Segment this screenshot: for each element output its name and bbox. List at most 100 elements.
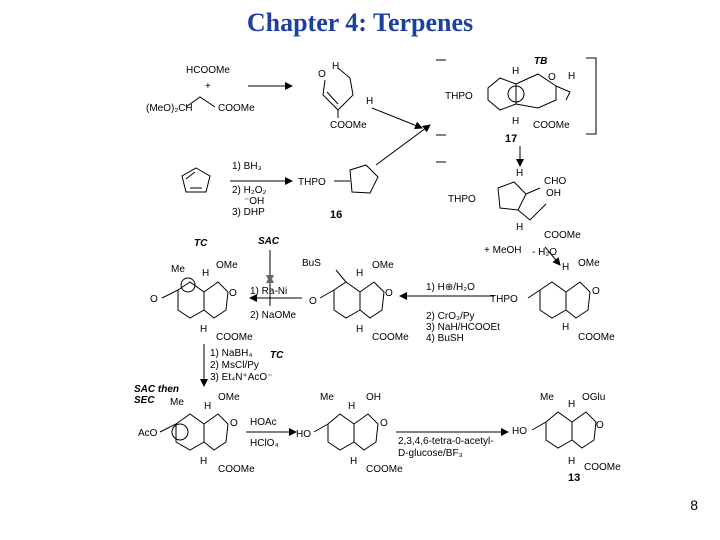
- page-number: 8: [690, 497, 698, 513]
- label-h-6b: H: [568, 456, 575, 467]
- label-coome-a: COOMe: [218, 103, 255, 114]
- label-o-2b: O: [385, 288, 393, 299]
- label-h-1b: H: [200, 324, 207, 335]
- label-h-cho2: H: [516, 222, 523, 233]
- bond-ch-ch: [185, 96, 216, 108]
- step-h3o: 1) H⊕/H₂O: [426, 282, 475, 293]
- arrow-converge-2: [375, 124, 431, 166]
- label-me-4: Me: [170, 397, 184, 408]
- step-bush: 4) BuSH: [426, 333, 464, 344]
- label-coome-5: COOMe: [366, 464, 403, 475]
- label-coome-enal: COOMe: [330, 120, 367, 131]
- label-ome-3: OMe: [578, 258, 600, 269]
- label-cmpd17: 17: [505, 133, 517, 145]
- label-h-4b: H: [200, 456, 207, 467]
- label-hcoome: HCOOMe: [186, 65, 230, 76]
- label-h-4: H: [204, 401, 211, 412]
- label-sec: SEC: [134, 395, 155, 406]
- label-o-5: O: [380, 418, 388, 429]
- enal-ring: [322, 67, 354, 111]
- label-cho: CHO: [544, 176, 566, 187]
- bracket-right: [586, 57, 597, 135]
- label-h-2b: H: [356, 324, 363, 335]
- step-hclo4: HClO₄: [250, 438, 279, 449]
- label-thpo-cho: THPO: [448, 194, 476, 205]
- cmpd17-ring: [487, 73, 557, 111]
- label-ho-6: HO: [512, 426, 527, 437]
- label-tc-1: TC: [194, 238, 208, 249]
- label-aco: AcO: [138, 428, 158, 439]
- label-ome-2: OMe: [372, 260, 394, 271]
- label-ome-1: OMe: [216, 260, 238, 271]
- step-nah: 3) NaH/HCOOEt: [426, 322, 500, 333]
- label-h-17c: H: [512, 116, 519, 127]
- label-thpo-3: THPO: [490, 294, 518, 305]
- label-bus: BuS: [302, 258, 321, 269]
- label-o-4: O: [230, 418, 238, 429]
- step-naome: 2) NaOMe: [250, 310, 297, 321]
- label-o-2a: O: [309, 296, 317, 307]
- cho-chain: [517, 187, 547, 221]
- label-thpo-top: THPO: [445, 91, 473, 102]
- cmpd17-circle: [507, 85, 525, 103]
- label-h-6: H: [568, 399, 575, 410]
- label-plus: +: [205, 81, 211, 92]
- cmpd-tc-circle: [180, 277, 196, 293]
- label-h-1: H: [202, 268, 209, 279]
- label-h-17a: H: [512, 66, 519, 77]
- label-h-side: H: [366, 96, 373, 107]
- label-coome-4: COOMe: [218, 464, 255, 475]
- label-ho-5: HO: [296, 429, 311, 440]
- cmpd16-ring: [349, 164, 379, 194]
- arrow-converge-1: [371, 107, 423, 130]
- step-cro3: 2) CrO₃/Py: [426, 311, 475, 322]
- label-h2o: - H₂O: [532, 247, 557, 258]
- label-coome-1: COOMe: [216, 332, 253, 343]
- label-me-1: Me: [171, 264, 185, 275]
- step-nabh4: 1) NaBH₄: [210, 348, 252, 359]
- label-h-5b: H: [350, 456, 357, 467]
- step-et4n: 3) Et₄N⁺AcO⁻: [210, 372, 272, 383]
- label-o-1a: O: [150, 294, 158, 305]
- cmpd-thpo-ring: [527, 281, 591, 319]
- label-oglu: OGlu: [582, 392, 605, 403]
- step-glucose-1: 2,3,4,6-tetra-0-acetyl-: [398, 436, 494, 447]
- label-oh-5: OH: [366, 392, 381, 403]
- label-o-1b: O: [229, 288, 237, 299]
- label-h-3: H: [562, 262, 569, 273]
- cho-ring: [497, 181, 527, 211]
- arrow-down-cho: [544, 246, 561, 266]
- label-oh-cho: OH: [546, 188, 561, 199]
- label-coome-3: COOMe: [578, 332, 615, 343]
- label-cmpd16: 16: [330, 209, 342, 221]
- label-o-17: O: [548, 72, 556, 83]
- cmpd17-carbonyl: [555, 85, 571, 101]
- cmpd-tc-ring: [161, 281, 229, 319]
- label-meo2ch: (MeO)₂CH: [146, 103, 193, 114]
- label-thpo-16: THPO: [298, 177, 326, 188]
- label-o-h: O: [318, 69, 326, 80]
- cmpd-aco-ring: [159, 413, 229, 451]
- page-title: Chapter 4: Terpenes: [246, 8, 474, 37]
- label-meoh: + MeOH: [484, 245, 522, 256]
- cmpd-bus-ring: [319, 269, 385, 319]
- step-bh3: 1) BH₃: [232, 161, 262, 172]
- label-h-2: H: [356, 268, 363, 279]
- step-dhp: 3) DHP: [232, 207, 265, 218]
- cmpd-13-ring: [531, 411, 597, 449]
- label-tb: TB: [534, 56, 547, 67]
- label-me-6: Me: [540, 392, 554, 403]
- label-o-6: O: [596, 420, 604, 431]
- label-cmpd13: 13: [568, 472, 580, 484]
- label-h-3b: H: [562, 322, 569, 333]
- cyclopentadiene: [181, 167, 211, 193]
- label-ome-4: OMe: [218, 392, 240, 403]
- label-me-5: Me: [320, 392, 334, 403]
- step-oh: ⁻OH: [244, 196, 264, 207]
- cmpd-aco-circle: [171, 423, 189, 441]
- cp-double-1: [185, 171, 196, 180]
- label-h-5: H: [348, 401, 355, 412]
- label-coome-2: COOMe: [372, 332, 409, 343]
- label-h-top: H: [332, 61, 339, 72]
